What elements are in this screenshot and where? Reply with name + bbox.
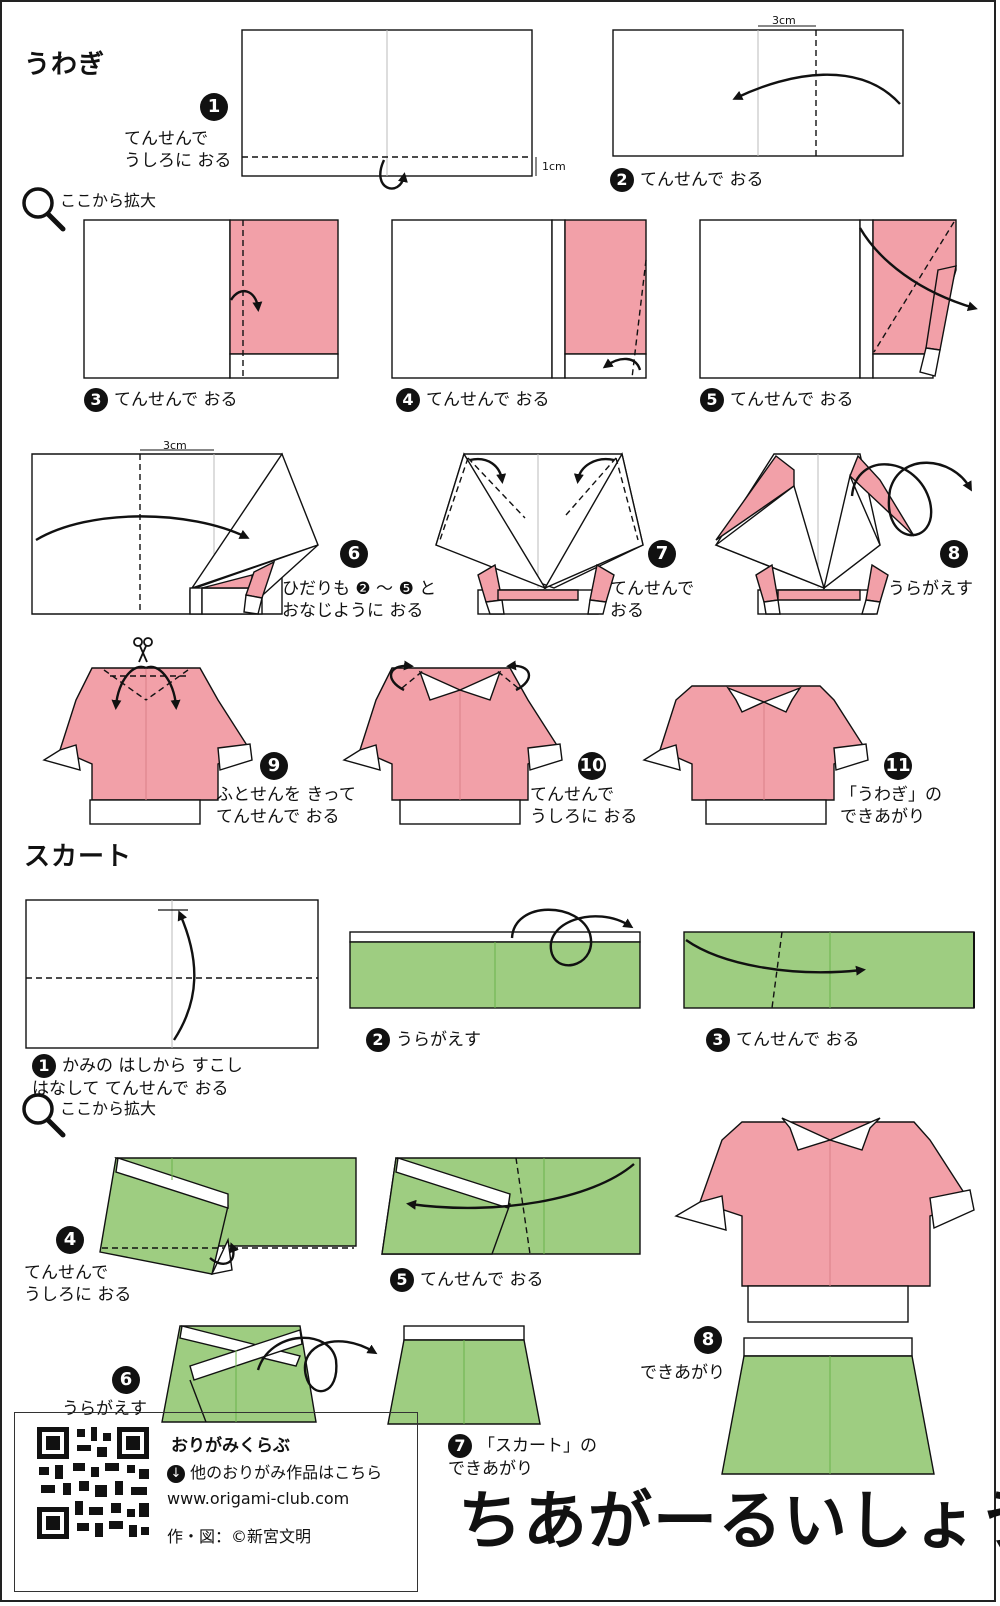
uwagi-step7-diagram: [435, 452, 644, 615]
step-number: 6: [340, 540, 368, 568]
more-link-label: 他のおりがみ作品はこちら: [190, 1463, 383, 1482]
uwagi-step2-diagram: [612, 25, 904, 157]
footer-box: おりがみくらぶ ↓ 他のおりがみ作品はこちら www.origami-club.…: [14, 1412, 418, 1592]
magnifier-icon: [22, 187, 66, 232]
measure-1cm: 1cm: [542, 160, 566, 173]
uwagi-step9-diagram: [42, 665, 253, 825]
skirt-step4-caption: てんせんで うしろに おる: [24, 1263, 132, 1305]
skirt-step6-diagram: [161, 1325, 378, 1423]
uwagi-step6-caption: ひだりも ❷ 〜 ❺ と おなじように おる: [282, 579, 437, 621]
skirt-step6-caption: うらがえす: [62, 1399, 147, 1419]
uwagi-step4-diagram: [391, 219, 647, 379]
more-link[interactable]: ↓ 他のおりがみ作品はこちら: [167, 1459, 382, 1483]
uwagi-step1-diagram: [241, 29, 537, 190]
uwagi-step9-caption: ふとせんを きって てんせんで おる: [216, 785, 356, 827]
uwagi-step1-caption: てんせんで うしろに おる: [124, 129, 232, 171]
page-title: ちあがーるいしょう: [458, 1485, 1000, 1559]
step-number: 8: [940, 540, 968, 568]
qr-code-icon[interactable]: [33, 1423, 153, 1543]
skirt-step8-caption: できあがり: [640, 1363, 725, 1383]
uwagi-step6-diagram: [31, 449, 319, 615]
measure-3cm: 3cm: [163, 439, 187, 452]
uwagi-step7-caption: てんせんで おる: [610, 579, 695, 621]
step-number: 11: [884, 752, 912, 780]
step-number: 4: [56, 1226, 84, 1254]
zoom-indicator: [18, 186, 68, 240]
skirt-step5-diagram: [381, 1157, 641, 1255]
skirt-step2-diagram: [349, 908, 641, 1009]
uwagi-step10-diagram: [342, 660, 563, 825]
final-outfit-diagram: [674, 1117, 975, 1475]
section-title-uwagi: うわぎ: [24, 50, 106, 80]
step-number: 1: [200, 93, 228, 121]
measure-3cm: 3cm: [772, 14, 796, 27]
zoom-label: ここから拡大: [60, 191, 157, 210]
uwagi-step11-caption: 「うわぎ」の できあがり: [840, 785, 942, 827]
skirt-step3-diagram: [683, 931, 975, 1009]
scissors-icon: [133, 637, 153, 663]
step-number: 6: [112, 1366, 140, 1394]
skirt-step4-diagram: [99, 1157, 357, 1275]
brand-name: おりがみくらぶ: [171, 1436, 290, 1456]
uwagi-step3-diagram: [83, 219, 339, 379]
zoom-indicator: [18, 1092, 68, 1146]
step-number: 7: [648, 540, 676, 568]
section-title-skirt: スカート: [24, 842, 133, 872]
arrow-down-icon: ↓: [167, 1464, 185, 1483]
skirt-step1-diagram: [25, 899, 319, 1049]
step-number: 8: [694, 1326, 722, 1354]
uwagi-step10-caption: てんせんで うしろに おる: [530, 785, 638, 827]
uwagi-step11-diagram: [642, 685, 869, 825]
step-number: 9: [260, 752, 288, 780]
uwagi-step5-diagram: [699, 219, 978, 379]
uwagi-step8-diagram: [714, 453, 972, 615]
credit: 作・図：©新宮文明: [167, 1527, 312, 1546]
skirt-step7-diagram: [387, 1325, 541, 1425]
uwagi-step8-caption: うらがえす: [888, 579, 973, 599]
skirt-step7-caption: 7「スカート」の できあがり: [448, 1434, 597, 1479]
site-url[interactable]: www.origami-club.com: [167, 1489, 350, 1508]
zoom-label: ここから拡大: [60, 1099, 157, 1118]
step-number: 10: [578, 752, 606, 780]
magnifier-icon: [22, 1093, 66, 1138]
